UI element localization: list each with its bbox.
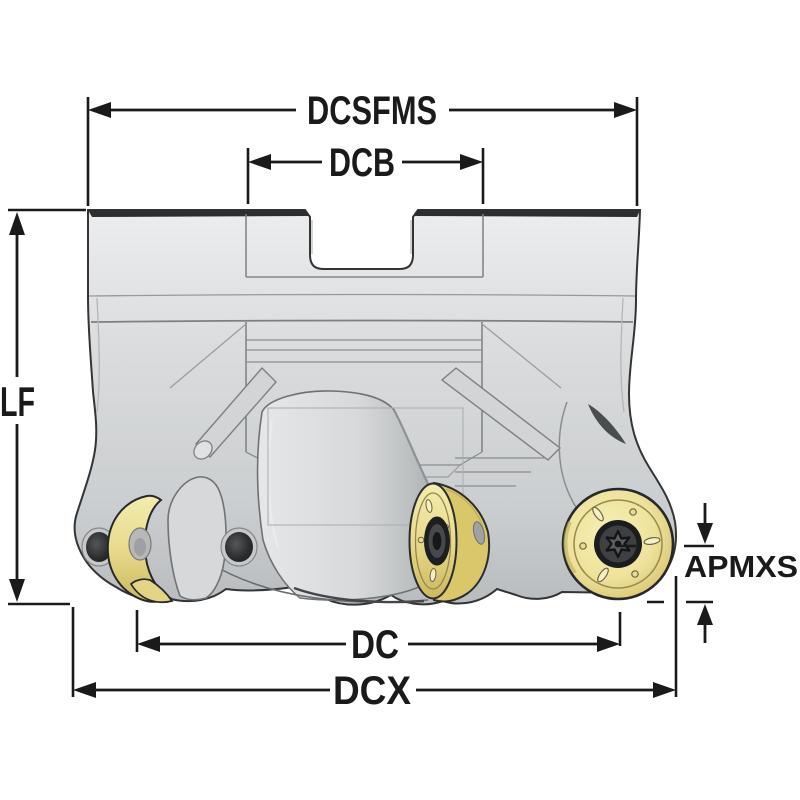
dcx-arrow-right [653,682,676,698]
cutter-body [73,209,677,606]
lf-arrow-top [9,212,25,235]
insert-right-slot-2 [643,536,661,546]
insert-middle-slot-top [425,499,433,513]
insert-right-screw-center [614,540,622,548]
insert-right-face-ring [573,499,663,589]
bottom-edge-shadow [293,586,425,604]
lf-label: LF [0,378,35,425]
top-chamfer-strip-right [414,210,640,217]
body-band-line-upper [88,293,636,297]
insert-middle-side-line [445,488,485,532]
insert-middle-face-ring [414,492,452,590]
center-hub [245,214,484,278]
dcsfms-arrow-left [88,102,111,118]
cone-edge-left [169,323,247,389]
insert-middle-screw-center [432,532,442,550]
insert-right-rim-shade [563,521,577,575]
dimensions: DCSFMS DCB LF [0,89,798,713]
contour-left [96,297,100,413]
apmxs-arrow-up [697,604,713,625]
insert-left [106,494,174,603]
insert-middle-dot-left [417,536,425,544]
body-band-line-lower [90,319,634,323]
dcb-arrow-left [248,154,271,170]
dcsfms-label: DCSFMS [307,89,437,133]
insert-middle-side-slot [472,521,486,545]
insert-right-dot-3 [631,570,639,578]
insert-left-clamp-shade [134,538,146,556]
dc-arrow-right [597,636,620,652]
left-pocket-wall [167,476,227,601]
pocket-seat-lines [455,457,546,487]
insert-middle [408,481,491,603]
strut-right [440,367,562,461]
flare-dark-crescent [588,404,626,444]
insert-right [561,487,675,601]
dcb-label: DCB [329,141,395,185]
insert-middle-slot-bottom [429,568,437,582]
clamp-screw-hole-center [220,527,258,567]
dim-dcb: DCB [246,141,485,204]
dim-dc: DC [135,610,622,667]
insert-right-dot-2 [579,542,587,550]
top-chamfer-strip-left [88,210,309,217]
dc-arrow-left [137,636,160,652]
apmxs-label: APMXS [684,549,798,584]
apmxs-arrow-down [697,523,713,544]
dcx-arrow-left [73,682,96,698]
dim-dcsfms: DCSFMS [86,89,639,206]
insert-left-bottom-tip [129,578,174,603]
insert-right-slot-1 [592,506,604,522]
dcx-label: DCX [333,669,411,713]
insert-right-slot-3 [597,567,609,583]
dcb-arrow-right [460,154,483,170]
insert-right-dot-1 [629,508,637,516]
lf-arrow-bottom [9,579,25,602]
dim-dcx: DCX [71,576,678,713]
dim-apmxs: APMXS [620,503,798,643]
dc-label: DC [351,623,399,667]
strut-left [193,366,277,460]
contour-right [620,297,625,413]
dim-lf: LF [0,208,86,606]
cone-edge-right [481,323,562,389]
dcsfms-arrow-right [614,102,637,118]
reflection-outline [267,407,464,526]
